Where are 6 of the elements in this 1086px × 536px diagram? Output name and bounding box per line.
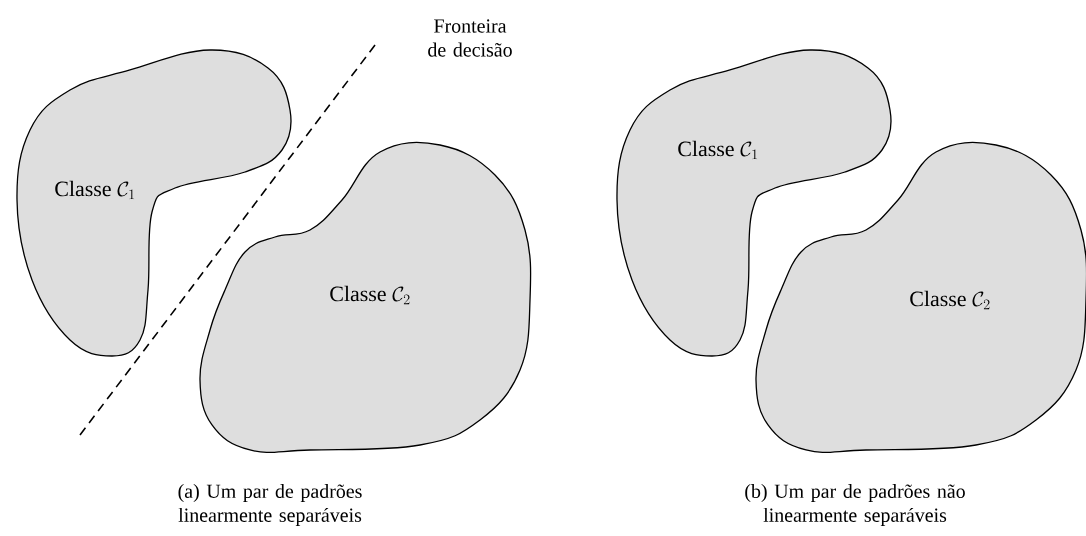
caption: (b) Um par de padrões não linearmente separáveis — [745, 484, 965, 526]
class-region: $\mathrm{Classe}\;\mathcal{C}_2$ — [199, 141, 532, 453]
class-region: $\mathrm{Classe}\;\mathcal{C}_1$ — [616, 49, 892, 357]
boundary-label: Fronteira de decisão — [428, 19, 512, 57]
caption: (a) Um par de padrões linearmente separáveis — [178, 484, 362, 526]
class-region: $\mathrm{Classe}\;\mathcal{C}_1$ — [16, 49, 292, 357]
